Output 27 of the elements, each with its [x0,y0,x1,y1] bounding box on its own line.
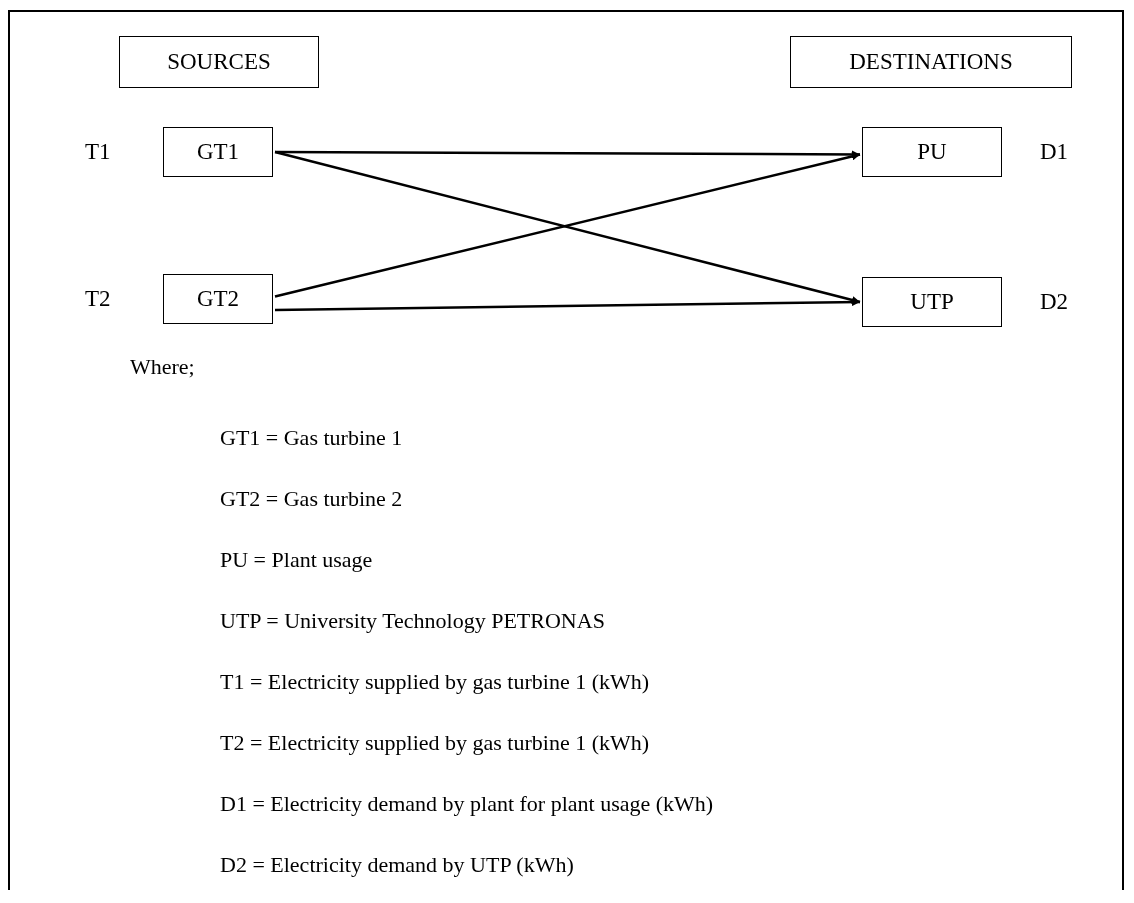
definition-text: GT2 = Gas turbine 2 [220,486,403,512]
process-box [163,127,273,177]
side-label: T1 [85,139,111,165]
definition-text: UTP = University Technology PETRONAS [220,608,605,634]
box-label: GT1 [196,139,240,165]
definition-text: D2 = Electricity demand by UTP (kWh) [220,852,574,878]
side-label: D1 [1040,139,1069,165]
process-box [862,277,1002,327]
box-label: GT2 [196,286,240,312]
process-box [862,127,1002,177]
definition-text: T1 = Electricity supplied by gas turbine 1 (kWh) [220,669,650,695]
side-label: D2 [1040,289,1069,315]
definition-text: GT1 = Gas turbine 1 [220,425,403,451]
box-label: DESTINATIONS [849,49,1013,75]
definition-text: Where; [130,354,195,380]
process-box [119,36,319,88]
definition-text: D1 = Electricity demand by plant for plant usage (kWh) [220,791,714,817]
side-label: T2 [85,286,111,312]
process-box [163,274,273,324]
arrow [275,150,860,159]
arrow [275,298,860,312]
definition-text: T2 = Electricity supplied by gas turbine 1 (kWh) [220,730,650,756]
box-label: PU [917,139,947,165]
definition-text: PU = Plant usage [220,547,373,573]
box-label: SOURCES [167,49,271,75]
process-box [790,36,1072,88]
box-label: UTP [910,289,954,315]
